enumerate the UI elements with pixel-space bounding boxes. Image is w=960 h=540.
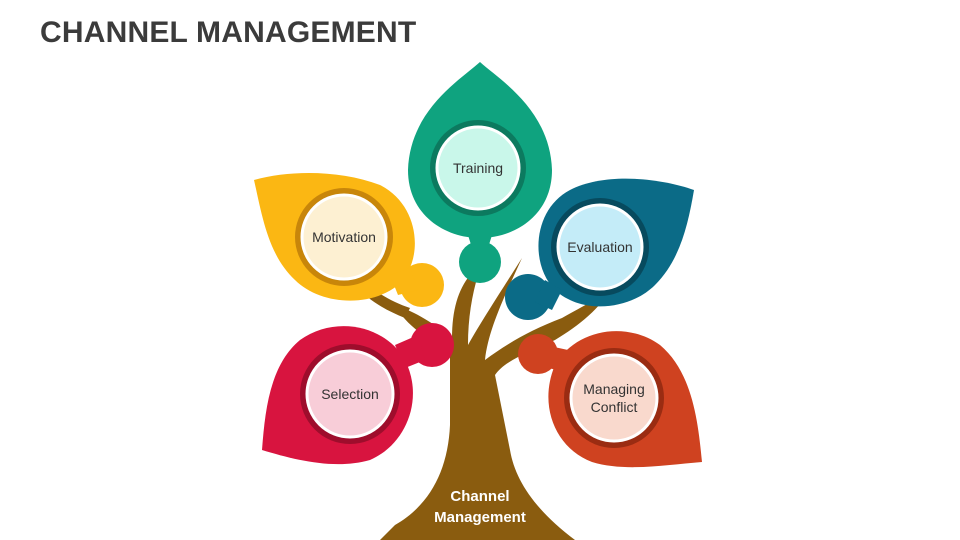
leaf-evaluation — [505, 178, 694, 320]
label-managing-line2: Conflict — [590, 399, 638, 415]
label-managing-conflict: Managing Conflict — [554, 380, 674, 416]
label-selection: Selection — [321, 386, 379, 402]
label-training: Training — [452, 160, 504, 176]
root-label: Channel Management — [410, 486, 550, 528]
leaf-training — [408, 62, 552, 283]
root-label-line1: Channel — [450, 488, 510, 505]
label-managing-line1: Managing — [583, 381, 645, 397]
label-evaluation: Evaluation — [567, 239, 633, 255]
page-title: CHANNEL MANAGEMENT — [40, 16, 417, 49]
leaf-motivation — [254, 173, 444, 307]
leaf-selection — [262, 323, 454, 465]
root-label-line2: Management — [434, 509, 526, 526]
label-motivation: Motivation — [312, 229, 376, 245]
leaf-managing-conflict — [518, 331, 702, 468]
